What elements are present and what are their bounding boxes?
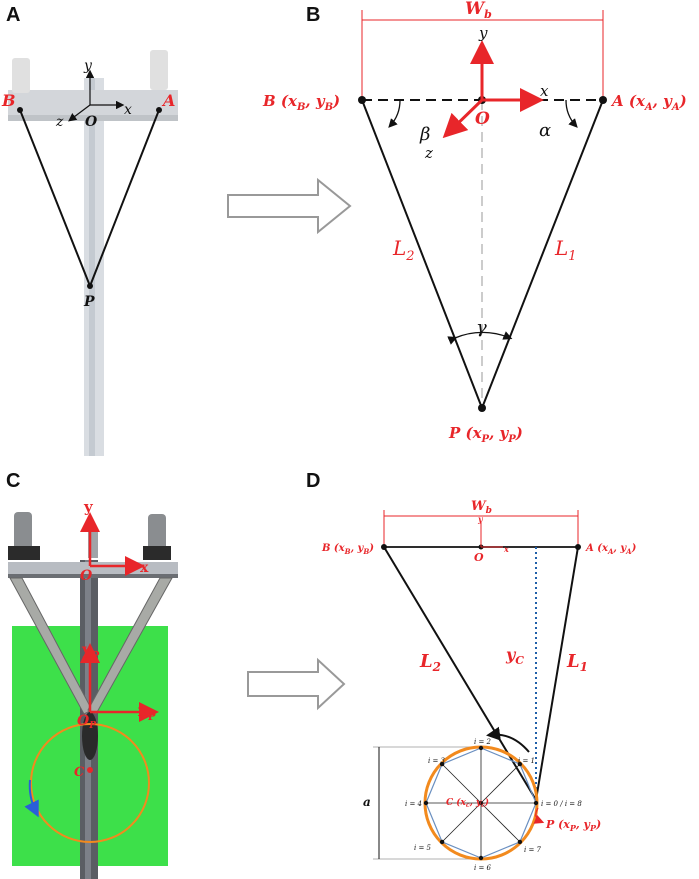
label-i3: i = 3 [428, 757, 446, 765]
vertex-4 [423, 800, 429, 806]
vertex-0 [533, 800, 539, 806]
cable-right [89, 109, 160, 287]
label-i4: i = 4 [405, 800, 422, 808]
panel-a: y x z O B A P [1, 50, 178, 456]
label-z: z [424, 144, 433, 162]
label-a-diameter: a [363, 795, 371, 809]
truss-right [87, 577, 173, 715]
spoke-1 [480, 763, 521, 804]
label-l1: L1 [554, 236, 577, 264]
spoke-3 [441, 763, 482, 804]
vertex-1 [517, 761, 523, 767]
label-y: y [478, 24, 488, 42]
label-z: z [55, 114, 64, 130]
angle-beta-arc [388, 99, 401, 128]
label-xp: xP [138, 701, 156, 723]
panel-c: C y x O yP xP OP [8, 498, 178, 879]
label-a-coords: A (xA, yA) [585, 543, 637, 556]
label-y: y [477, 514, 484, 524]
label-yp: yP [81, 640, 100, 662]
label-a: A [161, 91, 175, 110]
crossarm [8, 562, 178, 574]
vertex-3 [439, 761, 445, 767]
vertex-6 [478, 855, 484, 861]
label-beta: β [419, 124, 430, 145]
label-i6: i = 6 [474, 864, 492, 872]
label-x: x [540, 82, 549, 100]
polygon-points [423, 745, 539, 861]
label-p: P [83, 294, 95, 310]
cable-l1 [481, 99, 604, 409]
label-b: B [1, 91, 16, 110]
transition-arrow-top [227, 177, 352, 235]
panel-letter-d: D [306, 470, 321, 492]
axis-z-red [442, 98, 484, 139]
cable-l2 [361, 99, 483, 409]
label-i7: i = 7 [524, 846, 542, 854]
angle-gamma-arc [447, 331, 513, 345]
label-wb: Wb [465, 0, 492, 21]
panel-letter-c: C [6, 470, 21, 492]
label-gamma: γ [476, 317, 487, 338]
axis-z [68, 104, 91, 122]
label-a-coords: A (xA, yA) [610, 92, 687, 113]
label-x: x [140, 560, 149, 576]
center-c [479, 801, 483, 805]
label-p-coords: P (xP, yP) [448, 424, 523, 445]
spoke-7 [480, 802, 521, 843]
vertex-2 [478, 745, 484, 751]
label-o: O [85, 114, 98, 130]
point-p [87, 283, 93, 289]
label-o: O [474, 551, 484, 564]
label-i5: i = 5 [414, 844, 432, 852]
rotation-arrow [486, 726, 530, 753]
label-i2: i = 2 [474, 738, 492, 746]
panel-letter-b: B [306, 4, 321, 26]
label-yc: yC [505, 645, 524, 667]
spoke-5 [441, 802, 482, 843]
insulator-right [150, 50, 168, 90]
label-c-coords: C (xc, yc) [446, 797, 489, 809]
label-y: y [83, 58, 93, 74]
insulator-left [14, 512, 32, 550]
label-wb: Wb [471, 499, 492, 516]
vertex-5 [439, 839, 445, 845]
label-o: O [475, 109, 490, 129]
label-c: C [74, 765, 85, 780]
label-alpha: α [539, 120, 551, 141]
panel-b: Wb y x z O β α γ L2 L1 B (xB, yB) A (xA,… [262, 0, 687, 445]
label-x: x [124, 102, 132, 118]
label-l2: L2 [392, 236, 415, 264]
cable-l1 [535, 546, 579, 801]
cable-left [19, 109, 91, 287]
label-i1: i = 1 [518, 757, 535, 765]
label-l1: L1 [566, 651, 588, 674]
label-x: x [503, 544, 509, 554]
label-p-coords: P (xP, yP) [545, 818, 601, 833]
rotation-arrow [24, 779, 39, 818]
panel-letter-a: A [6, 4, 21, 26]
transition-arrow-bottom [247, 657, 346, 711]
label-b-coords: B (xB, yB) [262, 92, 340, 113]
label-b-coords: B (xB, yB) [321, 543, 374, 556]
point-c [87, 767, 93, 773]
vertex-7 [517, 839, 523, 845]
label-l2: L2 [419, 651, 441, 674]
label-i0: i = 0 / i = 8 [541, 800, 582, 808]
label-y: y [83, 498, 94, 516]
label-o: O [80, 568, 93, 584]
trajectory-circle [30, 723, 150, 843]
angle-alpha-arc [565, 99, 578, 128]
panel-d: Wb y x O B (xB, yB) A (xA, yA) L2 L1 yC … [321, 499, 637, 872]
cable-l2 [383, 546, 537, 801]
insulator-left [12, 58, 30, 93]
label-op: OP [77, 713, 96, 731]
